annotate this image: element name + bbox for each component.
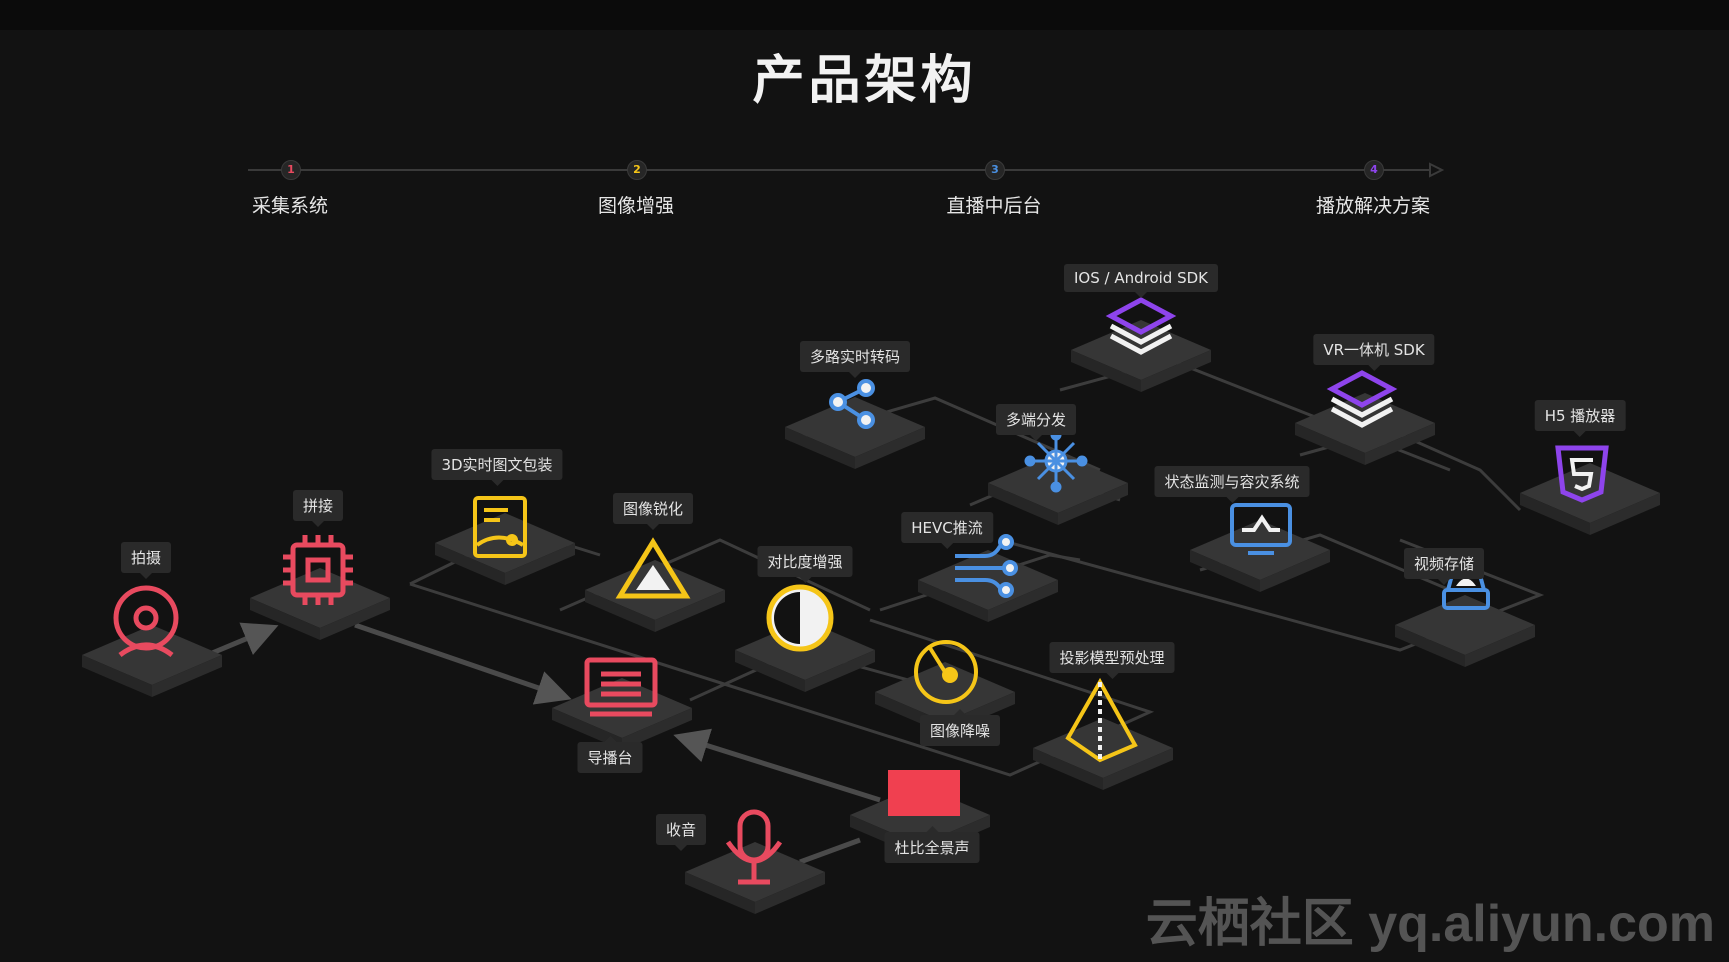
step-3-dot: 3 xyxy=(985,160,1005,180)
platform-h5 xyxy=(1520,463,1660,535)
step-2-dot: 2 xyxy=(627,160,647,180)
page-title: 产品架构 xyxy=(752,51,977,111)
node-label-contrast: 对比度增强 xyxy=(757,546,853,583)
step-2-label: 图像增强 xyxy=(597,195,674,217)
platform-transcode xyxy=(785,397,925,469)
platforms xyxy=(82,320,1660,914)
microphone-icon xyxy=(725,809,783,885)
layers-icon xyxy=(1105,297,1177,355)
stream-icon xyxy=(955,534,1018,598)
node-label-sharpen: 图像锐化 xyxy=(612,493,694,530)
step-1-label: 采集系统 xyxy=(251,195,328,217)
share-nodes-icon xyxy=(829,379,875,429)
pyramid-icon xyxy=(1065,677,1138,763)
link-stitch-director xyxy=(354,622,572,705)
link-dolby-director xyxy=(673,728,881,803)
platform-projection xyxy=(1033,718,1173,790)
node-label-distribute: 多端分发 xyxy=(995,404,1077,441)
watermark: 云栖社区 yq.aliyun.com xyxy=(1145,895,1715,953)
connector-lines xyxy=(204,622,881,865)
timeline-line xyxy=(248,162,1445,178)
node-label-audio: 收音 xyxy=(655,814,707,851)
node-label-dolby: 杜比全景声 xyxy=(884,826,980,863)
stage-timeline: 1 采集系统 2 图像增强 3 直播中后台 4 播放解决方案 xyxy=(0,0,1729,230)
node-label-h5: H5 播放器 xyxy=(1534,400,1626,437)
platform-storage xyxy=(1395,595,1535,667)
node-label-projection: 投影模型预处理 xyxy=(1049,642,1175,679)
triangle-sharpen-icon xyxy=(615,537,691,599)
step-4-dot: 4 xyxy=(1364,160,1384,180)
link-capture-stitch xyxy=(204,622,279,659)
step-4-label: 播放解决方案 xyxy=(1315,195,1430,217)
platform-contrast xyxy=(735,620,875,692)
node-label-storage: 视频存储 xyxy=(1403,548,1485,585)
platform-capture xyxy=(82,625,222,697)
platform-overlay3d xyxy=(435,513,575,585)
node-label-hevc: HEVC推流 xyxy=(901,512,993,549)
step-1-dot: 1 xyxy=(281,160,301,180)
node-label-transcode: 多路实时转码 xyxy=(799,341,911,378)
chip-icon xyxy=(283,535,353,605)
layers-vr-icon xyxy=(1326,370,1398,428)
monitor-icon xyxy=(584,657,658,717)
node-label-capture: 拍摄 xyxy=(120,542,172,579)
node-label-monitor: 状态监测与容灾系统 xyxy=(1154,466,1310,503)
dolby-block-icon xyxy=(888,770,960,816)
image-card-icon xyxy=(473,496,527,558)
node-label-denoise: 图像降噪 xyxy=(919,709,1001,746)
node-label-overlay3d: 3D实时图文包装 xyxy=(431,449,563,486)
node-label-director: 导播台 xyxy=(577,736,643,773)
monitor-chart-icon xyxy=(1230,503,1292,555)
webcam-icon xyxy=(113,585,179,658)
node-label-sdk-vr: VR一体机 SDK xyxy=(1313,334,1435,371)
html5-icon xyxy=(1555,445,1609,503)
platform-monitor xyxy=(1190,520,1330,592)
top-bar xyxy=(0,0,1729,30)
link-audio-dolby xyxy=(799,837,861,865)
gauge-icon xyxy=(914,640,978,704)
node-label-stitch: 拼接 xyxy=(292,490,344,527)
step-3-label: 直播中后台 xyxy=(946,195,1042,217)
node-label-sdk-mobile: IOS / Android SDK xyxy=(1063,264,1219,298)
contrast-icon xyxy=(766,584,834,652)
platform-hevc xyxy=(918,550,1058,622)
